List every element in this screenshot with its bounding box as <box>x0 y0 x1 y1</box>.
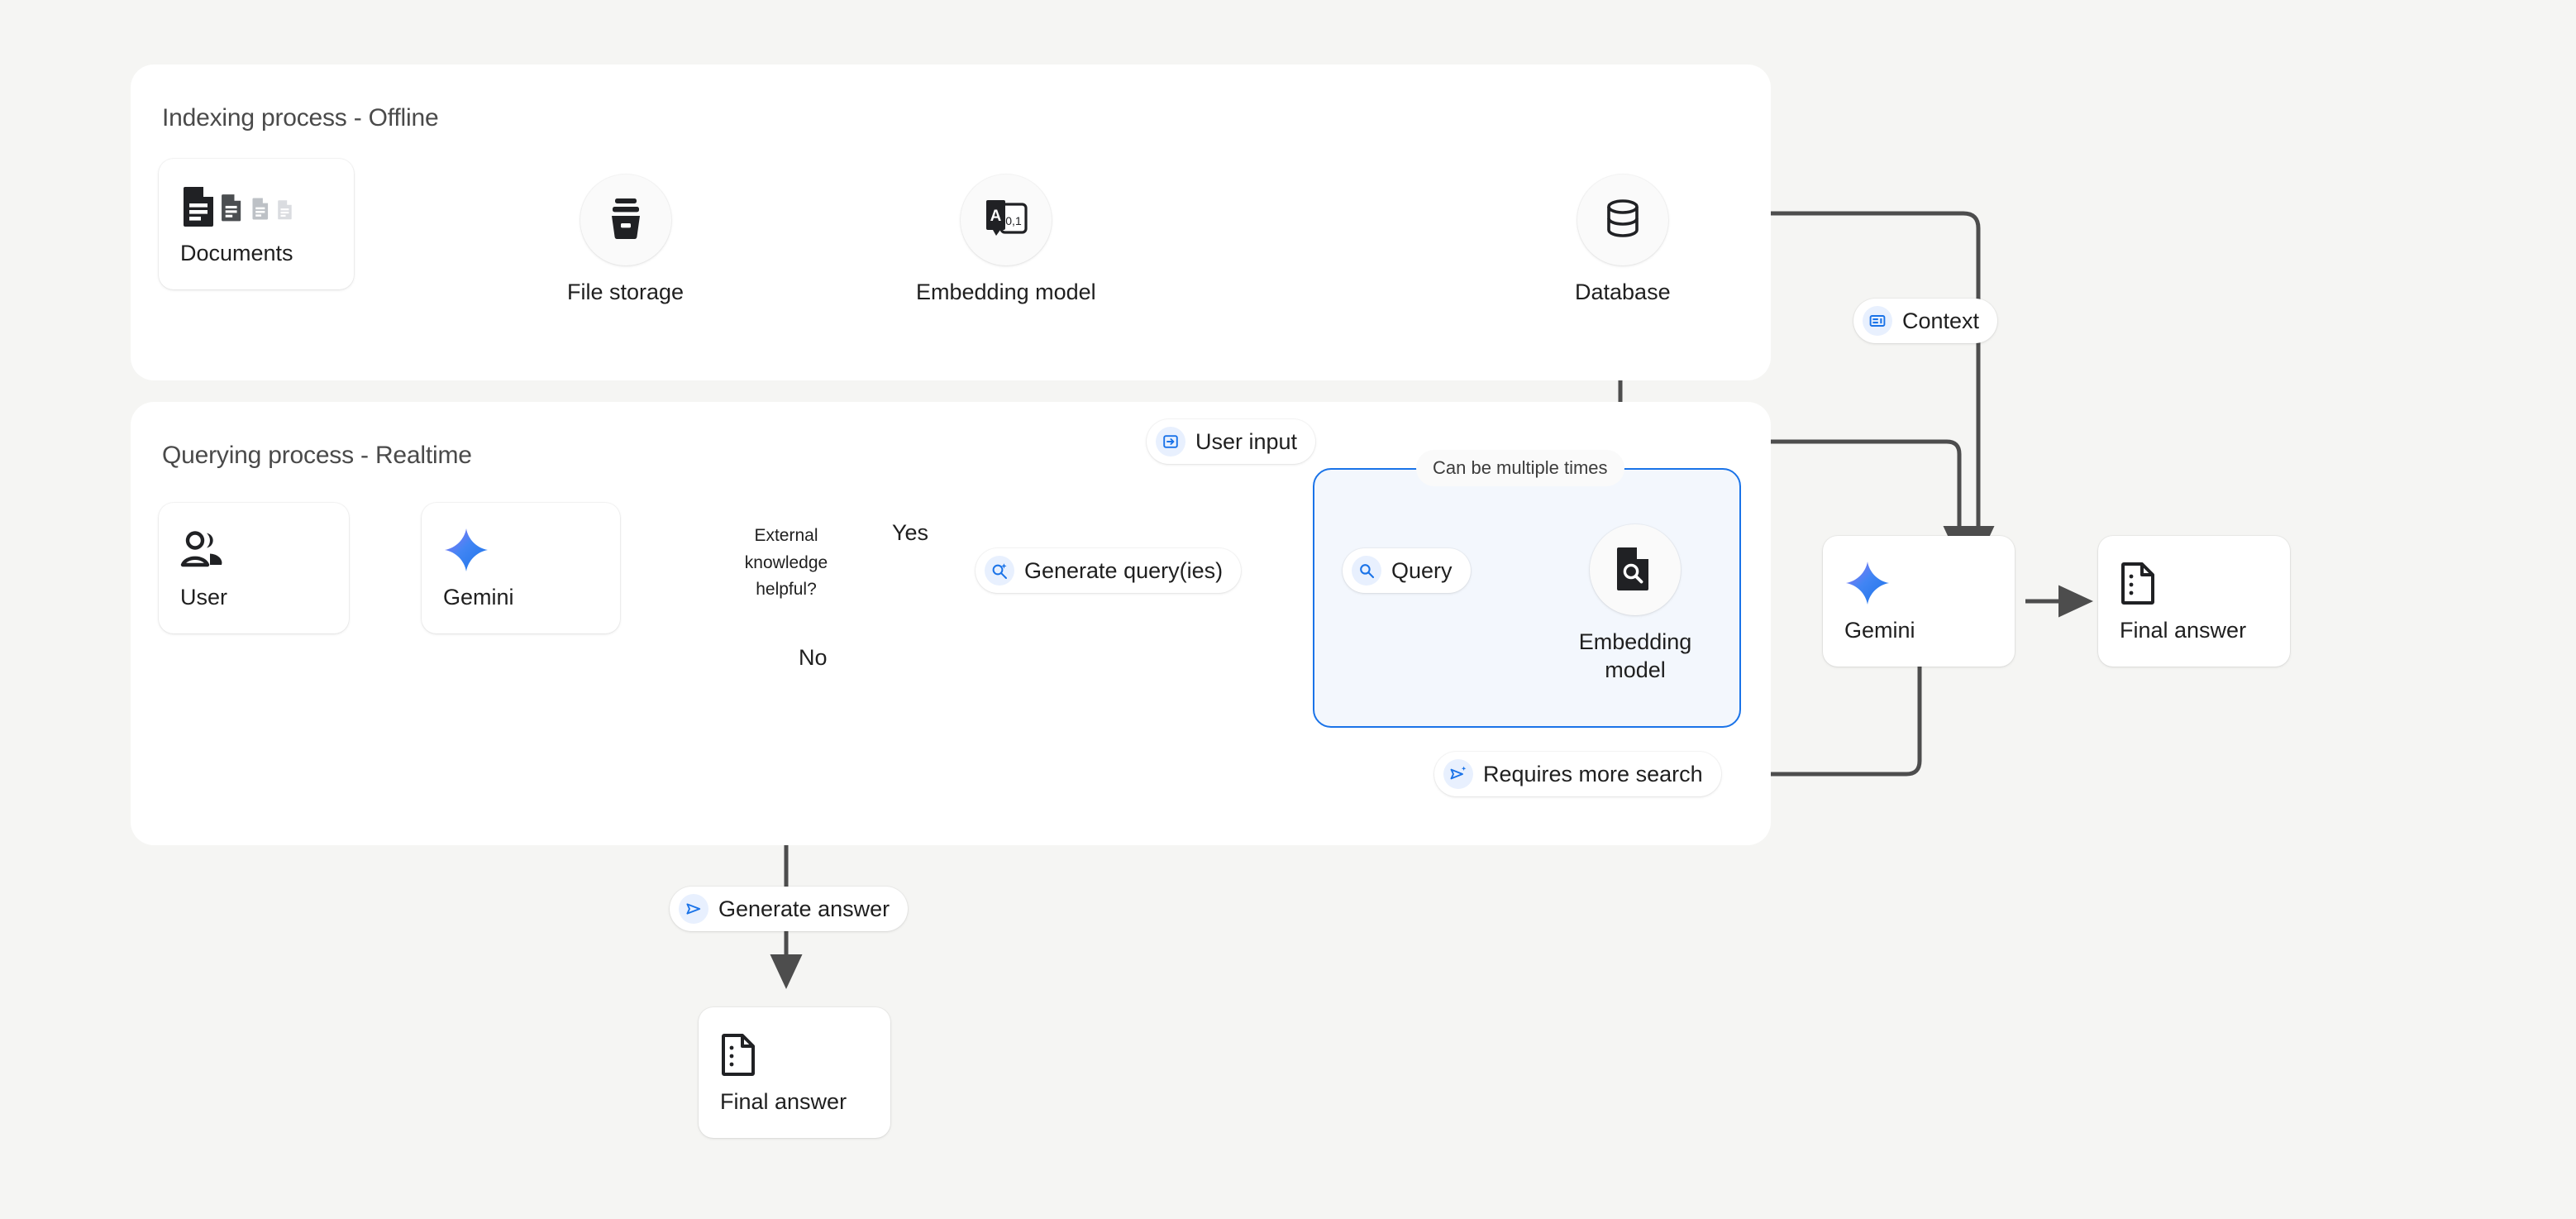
node-final-answer-right-label: Final answer <box>2120 617 2247 643</box>
node-final-answer-bottom-label: Final answer <box>720 1088 847 1114</box>
node-embedding-model[interactable]: 0,1 A Embedding model <box>916 174 1096 307</box>
badge-query[interactable]: Query <box>1343 548 1471 593</box>
panel-indexing: Indexing process - Offline <box>131 65 1771 380</box>
badge-can-be-multiple-times-label: Can be multiple times <box>1433 457 1608 478</box>
badge-requires-more-search-label: Requires more search <box>1483 761 1703 786</box>
answer-doc-icon <box>720 1031 890 1078</box>
node-user-label: User <box>180 584 228 610</box>
node-user[interactable]: User <box>159 503 349 633</box>
node-file-storage[interactable]: File storage <box>567 174 684 307</box>
node-decision-label: External knowledge helpful? <box>744 526 828 600</box>
svg-text:0,1: 0,1 <box>1005 214 1022 227</box>
input-arrow-icon <box>1156 427 1185 457</box>
node-final-answer-right[interactable]: Final answer <box>2098 536 2290 667</box>
badge-generate-answer[interactable]: Generate answer <box>670 887 909 931</box>
badge-context[interactable]: Context <box>1853 299 1998 343</box>
search-icon <box>1352 556 1381 586</box>
badge-generate-queries[interactable]: Generate query(ies) <box>976 548 1242 593</box>
node-gemini[interactable]: Gemini <box>422 503 620 633</box>
badge-query-label: Query <box>1391 557 1453 583</box>
search-sparkle-icon <box>985 556 1014 586</box>
badge-context-label: Context <box>1902 308 1980 333</box>
panel-indexing-title: Indexing process - Offline <box>162 104 439 131</box>
node-file-storage-label: File storage <box>567 280 685 304</box>
node-documents[interactable]: Documents <box>159 159 354 289</box>
gemini-sparkle-icon <box>443 527 620 573</box>
badge-can-be-multiple-times: Can be multiple times <box>1416 450 1624 486</box>
badge-user-input[interactable]: User input <box>1147 419 1316 464</box>
database-icon <box>1600 196 1645 245</box>
node-gemini-label: Gemini <box>443 584 514 610</box>
badge-generate-queries-label: Generate query(ies) <box>1024 557 1224 583</box>
node-loop-embedding-model[interactable]: Embedding model <box>1573 524 1697 685</box>
documents-icon <box>180 183 354 229</box>
edge-label-yes: Yes <box>892 520 929 545</box>
node-documents-label: Documents <box>180 240 293 265</box>
answer-doc-icon <box>2120 560 2290 606</box>
node-database-label: Database <box>1575 280 1671 304</box>
edge-label-no: No <box>799 645 828 670</box>
gemini-sparkle-icon <box>1844 560 2015 606</box>
badge-requires-more-search[interactable]: Requires more search <box>1434 752 1721 796</box>
node-final-answer-bottom[interactable]: Final answer <box>699 1007 890 1138</box>
svg-text:A: A <box>990 208 1001 225</box>
badge-user-input-label: User input <box>1195 428 1298 454</box>
panel-querying-title: Querying process - Realtime <box>162 442 472 469</box>
node-loop-embedding-model-label: Embedding model <box>1578 629 1692 682</box>
node-database[interactable]: Database <box>1575 174 1671 307</box>
document-search-icon <box>1615 545 1656 595</box>
file-storage-icon <box>605 196 646 245</box>
badge-generate-answer-label: Generate answer <box>718 896 890 921</box>
node-decision-external-knowledge[interactable]: External knowledge helpful? <box>708 493 865 633</box>
send-icon <box>679 894 708 924</box>
node-embedding-model-label: Embedding model <box>916 280 1096 304</box>
users-icon <box>180 527 349 573</box>
node-gemini-final[interactable]: Gemini <box>1823 536 2015 667</box>
node-gemini-final-label: Gemini <box>1844 617 1915 643</box>
embedding-model-icon: 0,1 A <box>981 196 1031 245</box>
context-card-icon <box>1863 306 1892 336</box>
send-sparkle-icon <box>1443 759 1473 789</box>
